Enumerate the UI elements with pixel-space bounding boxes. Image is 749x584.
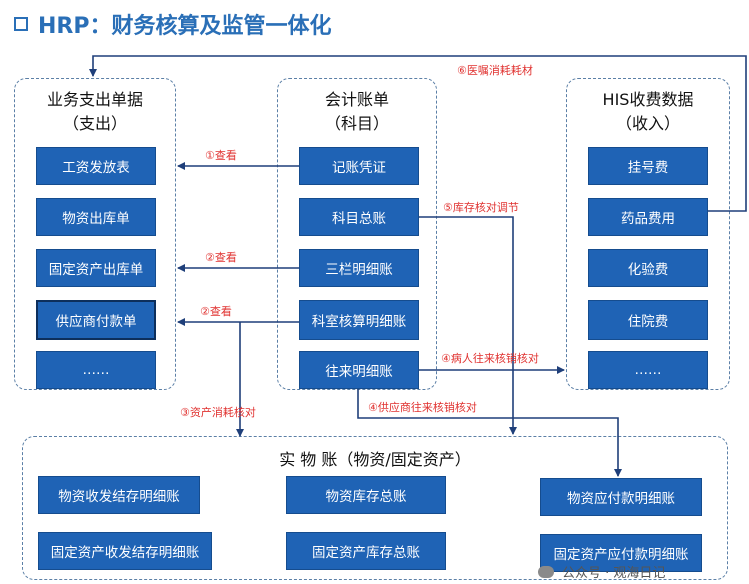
box-three-column-ledger: 三栏明细账 [299,249,419,287]
box-fixed-asset-payable-ledger: 固定资产应付款明细账 [540,534,702,572]
group-title-his-charges: HIS收费数据 [602,90,694,109]
group-subtitle-his-charges: （收入） [615,114,680,133]
box-current-accounts-ledger: 往来明细账 [299,351,419,389]
label-supplier-accounts: ④供应商往来核销核对 [368,401,477,414]
label-view-1: ①查看 [205,149,237,162]
watermark: 公众号 · 观海日记 [538,562,665,581]
group-business-expense: 业务支出单据 （支出） [14,78,176,390]
group-subtitle-business-expense: （支出） [62,114,127,133]
arrow-supplier-accounts [357,389,622,477]
label-medical-consumables: ⑥医嘱消耗耗材 [457,64,533,77]
page-title: HRP：财务核算及监管一体化 [14,8,331,40]
group-physical-ledger: 实 物 账（物资/固定资产） [22,436,728,580]
group-title-accounting-ledger: 会计账单 [324,90,389,109]
box-right-more: …… [588,351,708,389]
box-fixed-asset-io-ledger: 固定资产收发结存明细账 [38,532,212,570]
label-view-2a: ②查看 [205,251,237,264]
group-subtitle-accounting-ledger: （科目） [324,114,389,133]
box-general-ledger: 科目总账 [299,198,419,236]
box-voucher: 记账凭证 [299,147,419,185]
box-registration-fee: 挂号费 [588,147,708,185]
box-material-outbound: 物资出库单 [36,198,156,236]
arrow-stock-reconcile [419,216,517,435]
watermark-text: 公众号 · 观海日记 [562,566,666,581]
box-fixed-asset-stock-ledger: 固定资产库存总账 [286,532,446,570]
wechat-icon [538,565,554,578]
group-title-business-expense: 业务支出单据 [46,90,143,109]
box-inpatient-fee: 住院费 [588,300,708,340]
box-department-ledger: 科室核算明细账 [299,300,419,340]
box-fixed-asset-outbound: 固定资产出库单 [36,249,156,287]
box-salary-sheet: 工资发放表 [36,147,156,185]
box-material-io-ledger: 物资收发结存明细账 [38,476,200,514]
label-view-2b: ②查看 [200,305,232,318]
label-stock-reconcile: ⑤库存核对调节 [443,201,519,214]
label-asset-consumption: ③资产消耗核对 [180,406,256,419]
box-material-payable-ledger: 物资应付款明细账 [540,478,702,516]
group-title-physical-ledger: 实 物 账（物资/固定资产） [279,450,471,469]
box-lab-fee: 化验费 [588,249,708,287]
group-his-charges: HIS收费数据 （收入） [566,78,730,390]
group-accounting-ledger: 会计账单 （科目） [277,78,437,390]
box-drug-fee: 药品费用 [588,198,708,236]
box-left-more: …… [36,351,156,389]
label-patient-accounts: ④病人往来核销核对 [441,352,539,365]
page-title-text: HRP：财务核算及监管一体化 [38,14,332,39]
box-material-stock-ledger: 物资库存总账 [286,476,446,514]
arrow-medical-consumables [89,55,747,212]
box-supplier-payment: 供应商付款单 [36,300,156,340]
square-bullet-icon [14,17,28,31]
